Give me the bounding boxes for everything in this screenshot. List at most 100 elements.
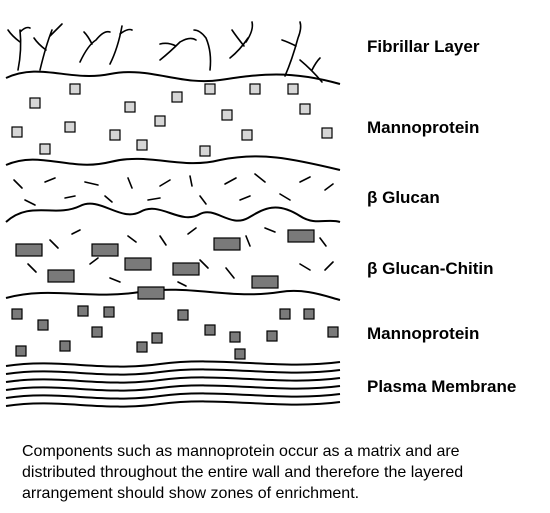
- glucan-fiber: [224, 177, 237, 185]
- membrane-line: [5, 376, 341, 384]
- mannoprotein-particle: [91, 326, 103, 338]
- label-mannoprotein-inner: Mannoprotein: [367, 324, 480, 343]
- mannoprotein-particle: [321, 127, 333, 139]
- fibril: [193, 29, 212, 71]
- mannoprotein-particle: [154, 115, 166, 127]
- glucan-fiber: [299, 176, 311, 183]
- glucan-chitin-layer: [15, 227, 334, 300]
- mannoprotein-particle: [64, 121, 76, 133]
- chitin-block: [15, 243, 43, 257]
- boundary-line: [5, 70, 341, 85]
- chitin-block: [287, 229, 315, 243]
- glucan-fiber: [127, 235, 137, 243]
- glucan-fiber: [199, 195, 207, 205]
- glucan-fiber: [279, 193, 291, 201]
- mannoprotein-particle: [77, 305, 89, 317]
- wall-boundaries: [5, 70, 341, 301]
- glucan-fiber: [159, 179, 171, 187]
- glucan-fiber: [319, 237, 327, 247]
- membrane-line: [5, 392, 341, 400]
- cell-wall-diagram: [5, 21, 341, 408]
- mannoprotein-particle: [171, 91, 183, 103]
- mannoprotein-inner: [11, 305, 339, 360]
- fibril: [79, 30, 111, 63]
- mannoprotein-particle: [327, 326, 339, 338]
- chitin-block: [137, 286, 165, 300]
- chitin-block: [172, 262, 200, 276]
- mannoprotein-particle: [29, 97, 41, 109]
- mannoprotein-particle: [69, 83, 81, 95]
- glucan-fiber: [84, 181, 99, 186]
- glucan-fiber: [71, 229, 81, 235]
- label-plasma-membrane: Plasma Membrane: [367, 377, 517, 396]
- mannoprotein-particle: [39, 143, 51, 155]
- mannoprotein-particle: [11, 126, 23, 138]
- mannoprotein-particle: [266, 330, 278, 342]
- fibril: [159, 37, 197, 61]
- mannoprotein-particle: [15, 345, 27, 357]
- mannoprotein-particle: [124, 101, 136, 113]
- mannoprotein-particle: [249, 83, 261, 95]
- label-fibrillar-layer: Fibrillar Layer: [367, 37, 480, 56]
- chitin-blocks: [15, 229, 315, 300]
- glucan-fiber: [147, 197, 161, 201]
- mannoprotein-particle: [59, 340, 71, 352]
- fibril: [33, 23, 63, 71]
- mannoprotein-particle: [287, 83, 299, 95]
- mannoprotein-particle: [229, 331, 241, 343]
- mannoprotein-particle: [37, 319, 49, 331]
- glucan-fiber: [254, 173, 266, 183]
- glucan-chitin-fibers: [27, 227, 334, 287]
- glucan-fiber: [324, 261, 334, 271]
- mannoprotein-particle: [177, 309, 189, 321]
- mannoprotein-particle: [299, 103, 311, 115]
- label-beta-glucan: β Glucan: [367, 188, 440, 207]
- mannoprotein-particle: [11, 308, 23, 320]
- glucan-fiber: [44, 177, 56, 183]
- glucan-fiber: [187, 227, 197, 235]
- mannoprotein-particle: [241, 129, 253, 141]
- fibril: [229, 21, 254, 59]
- chitin-block: [251, 275, 279, 289]
- glucan-fiber: [264, 227, 276, 233]
- mannoprotein-particle: [103, 306, 115, 318]
- glucan-fiber: [225, 267, 235, 279]
- label-beta-glucan-chitin: β Glucan-Chitin: [367, 259, 494, 278]
- glucan-fiber: [64, 195, 76, 199]
- mannoprotein-particle: [204, 324, 216, 336]
- glucan-fiber: [324, 183, 334, 191]
- glucan-fiber: [177, 281, 187, 287]
- fibril: [7, 26, 31, 71]
- mannoprotein-particle: [234, 348, 246, 360]
- chitin-block: [47, 269, 75, 283]
- diagram-caption: Components such as mannoprotein occur as…: [22, 443, 464, 502]
- boundary-line: [5, 202, 341, 223]
- mannoprotein-particle: [151, 332, 163, 344]
- mannoprotein-particle: [199, 145, 211, 157]
- glucan-fibers: [13, 173, 334, 206]
- glucan-fiber: [89, 257, 99, 265]
- glucan-fiber: [189, 175, 193, 187]
- mannoprotein-outer: [11, 83, 333, 157]
- glucan-fiber: [199, 259, 209, 269]
- glucan-fiber: [239, 195, 251, 201]
- mannoprotein-particle: [303, 308, 315, 320]
- mannoprotein-particle: [136, 341, 148, 353]
- mannoprotein-particle: [279, 308, 291, 320]
- membrane-line: [5, 400, 341, 408]
- mannoprotein-particle: [221, 109, 233, 121]
- mannoprotein-particle: [109, 129, 121, 141]
- glucan-fiber: [24, 199, 36, 206]
- glucan-fiber: [13, 179, 23, 189]
- label-mannoprotein-outer: Mannoprotein: [367, 118, 480, 137]
- glucan-fiber: [27, 263, 37, 273]
- glucan-fiber: [299, 263, 311, 271]
- membrane-line: [5, 360, 341, 368]
- glucan-fiber: [127, 177, 133, 189]
- chitin-block: [91, 243, 119, 257]
- glucan-fiber: [49, 239, 59, 249]
- mannoprotein-particle: [204, 83, 216, 95]
- glucan-fiber: [245, 235, 251, 247]
- membrane-line: [5, 384, 341, 392]
- chitin-block: [124, 257, 152, 271]
